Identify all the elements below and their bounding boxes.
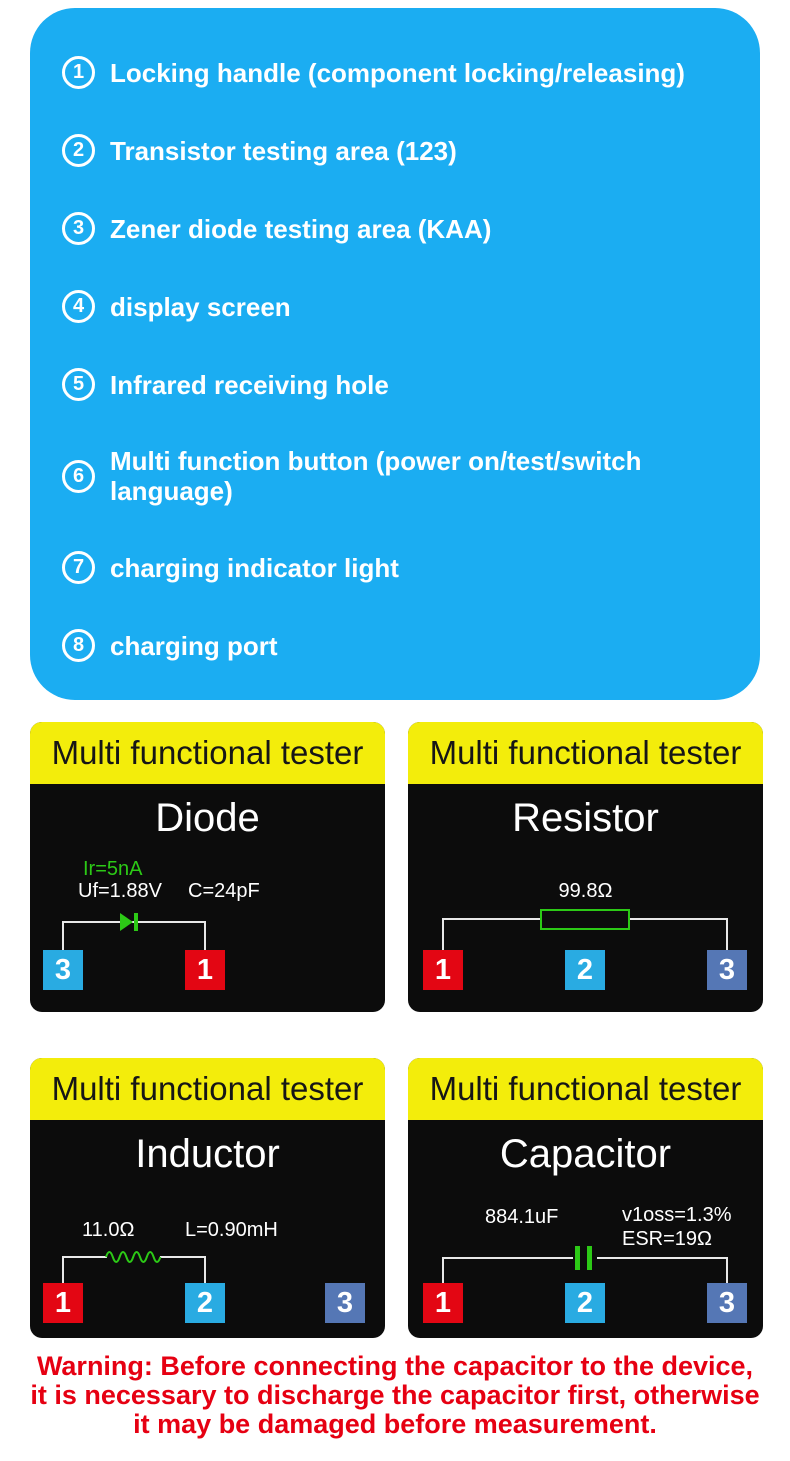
- reading-resistance: 11.0Ω: [82, 1219, 135, 1241]
- feature-item-8: 8 charging port: [62, 629, 732, 662]
- screen-title: Resistor: [512, 796, 659, 840]
- warning-line: Warning: Before connecting the capacitor…: [36, 1351, 754, 1381]
- feature-number-badge: 6: [62, 459, 95, 493]
- reading-uf: Uf=1.88V: [78, 880, 162, 902]
- feature-label: display screen: [110, 291, 291, 322]
- features-panel: 1 Locking handle (component locking/rele…: [30, 8, 760, 700]
- feature-number-badge: 3: [62, 212, 95, 245]
- feature-label: Locking handle (component locking/releas…: [110, 57, 685, 88]
- screen-title: Inductor: [135, 1132, 280, 1176]
- feature-number-badge: 5: [62, 368, 95, 401]
- capacitor-symbol-icon: [587, 1246, 592, 1270]
- screen-title: Capacitor: [499, 1132, 672, 1176]
- tester-card-diode: Multi functional tester Diode Ir=5nA Uf=…: [30, 722, 385, 1012]
- warning-line: it may be damaged before measurement.: [133, 1409, 657, 1439]
- tester-screen-capacitor: Capacitor 884.1uF v1oss=1.3% ESR=19Ω 1 2…: [408, 1120, 763, 1338]
- wire: [62, 921, 64, 950]
- pad-3: 3: [43, 950, 83, 990]
- feature-number-badge: 1: [62, 56, 95, 89]
- feature-item-4: 4 display screen: [62, 290, 732, 323]
- feature-number-badge: 7: [62, 551, 95, 584]
- wire: [62, 1256, 64, 1283]
- reading-resistance: 99.8Ω: [558, 880, 613, 902]
- resistor-symbol-icon: [540, 909, 630, 930]
- pad-1: 1: [185, 950, 225, 990]
- tester-card-header: Multi functional tester: [408, 1058, 763, 1120]
- feature-number-badge: 4: [62, 290, 95, 323]
- wire: [204, 1256, 206, 1283]
- feature-label: Transistor testing area (123): [110, 135, 457, 166]
- warning-line: it is necessary to discharge the capacit…: [30, 1380, 760, 1410]
- diode-symbol-icon: [120, 913, 138, 931]
- tester-screen-inductor: Inductor 11.0Ω L=0.90mH 1 2 3: [30, 1120, 385, 1338]
- pad-1: 1: [423, 950, 463, 990]
- pad-2: 2: [565, 1283, 605, 1323]
- tester-card-inductor: Multi functional tester Inductor 11.0Ω L…: [30, 1058, 385, 1338]
- feature-item-6: 6 Multi function button (power on/test/s…: [62, 446, 722, 506]
- wire: [443, 1257, 573, 1259]
- capacitor-symbol-icon: [575, 1246, 580, 1270]
- tester-screen-diode: Diode Ir=5nA Uf=1.88V C=24pF 3 1: [30, 784, 385, 1012]
- reading-capacitance: 884.1uF: [485, 1206, 559, 1228]
- reading-inductance: L=0.90mH: [185, 1219, 278, 1241]
- feature-label: charging indicator light: [110, 552, 399, 583]
- pad-2: 2: [185, 1283, 225, 1323]
- pad-1: 1: [423, 1283, 463, 1323]
- tester-card-capacitor: Multi functional tester Capacitor 884.1u…: [408, 1058, 763, 1338]
- wire: [63, 1256, 107, 1258]
- reading-c: C=24pF: [188, 880, 260, 902]
- inductor-coil-icon: [105, 1251, 162, 1263]
- tester-card-header: Multi functional tester: [408, 722, 763, 784]
- reading-vloss: v1oss=1.3%: [622, 1204, 732, 1226]
- wire: [726, 1257, 728, 1283]
- feature-item-5: 5 Infrared receiving hole: [62, 368, 732, 401]
- feature-item-2: 2 Transistor testing area (123): [62, 134, 732, 167]
- wire: [597, 1257, 727, 1259]
- tester-card-header: Multi functional tester: [30, 722, 385, 784]
- pad-3: 3: [707, 950, 747, 990]
- wire: [160, 1256, 205, 1258]
- reading-ir: Ir=5nA: [83, 858, 143, 880]
- feature-item-7: 7 charging indicator light: [62, 551, 732, 584]
- feature-label: Infrared receiving hole: [110, 369, 389, 400]
- feature-item-3: 3 Zener diode testing area (KAA): [62, 212, 732, 245]
- capacitor-warning-text: Warning: Before connecting the capacitor…: [0, 1352, 790, 1439]
- pad-3: 3: [325, 1283, 365, 1323]
- feature-label: Zener diode testing area (KAA): [110, 213, 492, 244]
- pad-3: 3: [707, 1283, 747, 1323]
- feature-label: charging port: [110, 630, 278, 661]
- wire: [726, 918, 728, 950]
- screen-title: Diode: [155, 796, 260, 840]
- wire: [204, 921, 206, 950]
- pad-2: 2: [565, 950, 605, 990]
- wire: [442, 918, 444, 950]
- reading-esr: ESR=19Ω: [622, 1228, 712, 1250]
- feature-number-badge: 2: [62, 134, 95, 167]
- tester-screen-resistor: Resistor 99.8Ω 1 2 3: [408, 784, 763, 1012]
- pad-1: 1: [43, 1283, 83, 1323]
- feature-item-1: 1 Locking handle (component locking/rele…: [62, 56, 732, 89]
- wire: [442, 1257, 444, 1283]
- feature-label: Multi function button (power on/test/swi…: [110, 446, 642, 506]
- feature-number-badge: 8: [62, 629, 95, 662]
- tester-card-resistor: Multi functional tester Resistor 99.8Ω 1…: [408, 722, 763, 1012]
- tester-card-header: Multi functional tester: [30, 1058, 385, 1120]
